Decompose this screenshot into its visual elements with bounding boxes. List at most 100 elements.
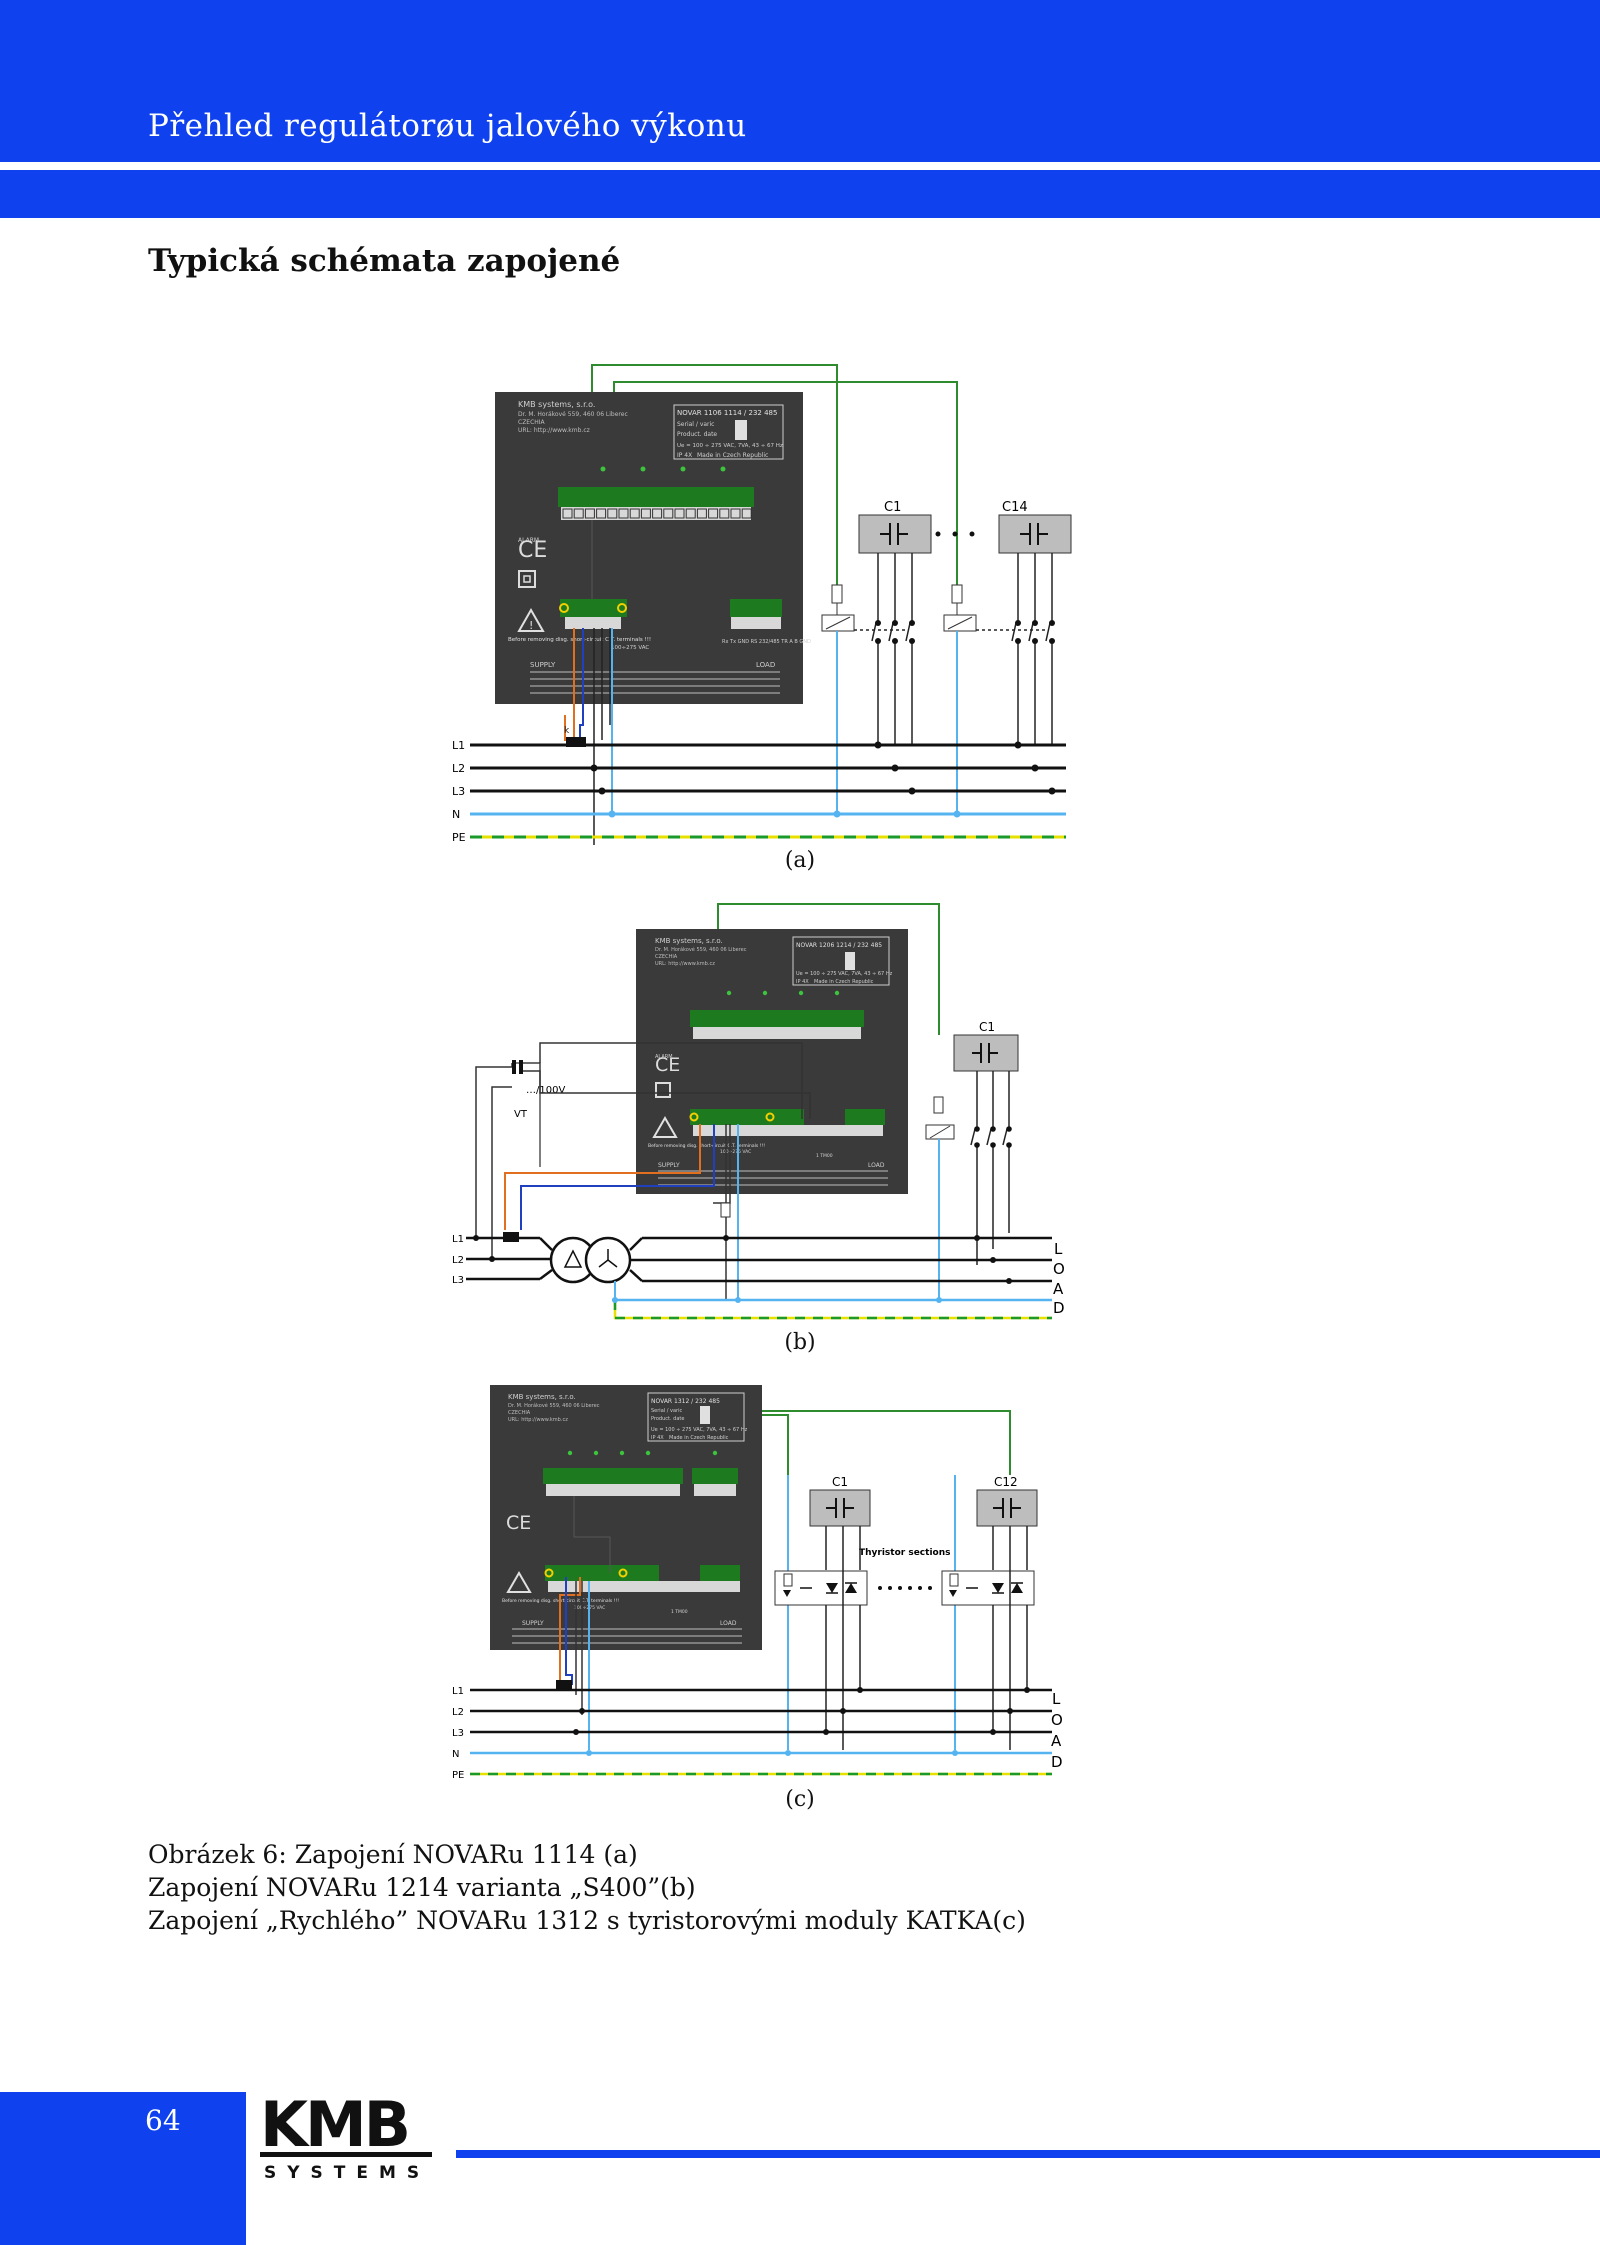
footer-rule (456, 2150, 1600, 2158)
alarm-label-b: ALARM (655, 1054, 673, 1060)
t100-label-c: 1 TM00 (671, 1609, 688, 1615)
thyristor-module-1 (774, 1570, 868, 1606)
device-company: KMB systems, s.r.o. (518, 400, 595, 409)
terminal-strip-top-c (543, 1468, 683, 1484)
device-c-address: Dr. M. Horákové 559, 460 06 Liberec (508, 1402, 600, 1409)
line-l3-label: L3 (452, 785, 465, 798)
voltage-label: 100÷275 VAC (611, 645, 649, 651)
device-panel (495, 392, 803, 704)
supply-label: SUPPLY (530, 661, 556, 669)
supply-label-b: SUPPLY (658, 1162, 680, 1169)
figure-a-label: (a) (784, 848, 816, 873)
device-c-made-in: Made in Czech Republic (669, 1435, 729, 1441)
caption-line-1: Obrázek 6: Zapojení NOVARu 1114 (a) (148, 1840, 638, 1869)
capacitor-b-c1 (953, 1034, 1019, 1072)
device-b-ip: IP 4X (796, 979, 809, 985)
device-serial: Serial / varic (677, 421, 714, 428)
figure-caption: Obrázek 6: Zapojení NOVARu 1114 (a) Zapo… (148, 1838, 1026, 1937)
ce-mark: CE (518, 538, 547, 563)
capacitor-c1-label: C1 (884, 500, 901, 515)
caption-line-2: Zapojení NOVARu 1214 varianta „S400”(b) (148, 1873, 696, 1902)
capacitor-c-c12 (976, 1489, 1038, 1527)
line-c-l2-label: L2 (452, 1707, 464, 1718)
device-c-product-date: Product. date (651, 1416, 684, 1422)
ce-mark-c: CE (506, 1512, 531, 1534)
fuse-1 (831, 584, 843, 604)
wiring-diagram-b: KMB systems, s.r.o. Dr. M. Horákové 559,… (452, 903, 1065, 1320)
t100-label-b: 1 TM00 (816, 1153, 833, 1159)
device-b-company: KMB systems, s.r.o. (655, 937, 723, 945)
device-address: Dr. M. Horákové 559, 460 06 Liberec (518, 411, 628, 418)
line-l1-label: L1 (452, 739, 465, 752)
capacitor-c14-label: C14 (1002, 500, 1028, 515)
ct-label: k (564, 726, 570, 736)
device-made-in: Made in Czech Republic (697, 452, 768, 459)
load-c-letter-l: L (1052, 1690, 1061, 1708)
wiring-diagram-a: KMB systems, s.r.o. Dr. M. Horákové 559,… (452, 364, 1072, 845)
device-b-model: NOVAR 1206 1214 / 232 485 (796, 942, 882, 949)
terminal-strip-top (558, 487, 754, 507)
capacitor-b-c1-label: C1 (979, 1020, 995, 1034)
figure-c-label: (c) (785, 1787, 815, 1812)
fuse-14 (951, 584, 963, 604)
device-c-supply-spec: Ue = 100 ÷ 275 VAC, 7VA, 43 ÷ 67 Hz (651, 1427, 748, 1433)
vt-label: VT (514, 1109, 528, 1120)
device-b-made-in: Made in Czech Republic (814, 979, 874, 985)
load-letter-a: A (1053, 1280, 1064, 1298)
rs485-label: Rx Tx GND RS 232/485 TR A B GND (722, 639, 811, 645)
capacitor-c-c12-label: C12 (994, 1475, 1018, 1489)
device-url: URL: http://www.kmb.cz (518, 427, 590, 434)
device-ip: IP 4X (677, 452, 692, 459)
kmb-logo: KMB SYSTEMS (260, 2094, 432, 2183)
line-n-label: N (452, 808, 460, 821)
footer-block (0, 2092, 246, 2245)
terminal-block-measure-c (545, 1565, 637, 1581)
device-country: CZECHIA (518, 419, 546, 426)
device-product-date: Product. date (677, 431, 717, 438)
logo-text: KMB (260, 2094, 408, 2161)
load-c-letter-d: D (1051, 1753, 1063, 1771)
terminal-block-measure (560, 599, 627, 617)
capacitor-c14 (998, 514, 1072, 554)
voltage-transformer (512, 1060, 516, 1074)
line-c-l1-label: L1 (452, 1686, 464, 1697)
load-letter-l: L (1054, 1240, 1063, 1258)
device-c-country: CZECHIA (508, 1410, 531, 1416)
capacitor-c-c1-label: C1 (832, 1475, 848, 1489)
line-pe-label: PE (452, 831, 466, 844)
page-number: 64 (145, 2104, 181, 2137)
device-panel-c (490, 1385, 762, 1650)
device-b-url: URL: http://www.kmb.cz (655, 961, 715, 967)
header-title: Přehled regulátorøu jalového výkonu (148, 108, 747, 144)
warning-icon-b (652, 1116, 678, 1138)
device-c-serial: Serial / varic (651, 1408, 682, 1414)
section-title: Typická schémata zapojené (148, 243, 621, 279)
vt-ratio: …/100V (526, 1085, 565, 1096)
capacitor-c-c1 (809, 1489, 871, 1527)
current-transformer (566, 737, 586, 747)
load-label-c: LOAD (720, 1620, 737, 1627)
thyristor-label: Thyristor sections (859, 1548, 950, 1558)
device-model: NOVAR 1106 1114 / 232 485 (677, 409, 777, 417)
line-l2-label: L2 (452, 762, 465, 775)
device-panel-b (636, 929, 908, 1194)
warning-text: Before removing disg. short-circuit C.T.… (508, 637, 651, 643)
header-subband (0, 170, 1600, 218)
device-b-address: Dr. M. Horákové 559, 460 06 Liberec (655, 946, 747, 953)
figure-b-label: (b) (784, 1330, 816, 1355)
warning-text-b: Before removing disg. short-circuit C.T.… (648, 1143, 765, 1149)
warning-icon-c (506, 1571, 532, 1593)
device-supply-spec: Ue = 100 ÷ 275 VAC, 7VA, 43 ÷ 67 Hz (677, 443, 783, 449)
line-b-l1-label: L1 (452, 1234, 464, 1245)
line-c-n-label: N (452, 1749, 459, 1760)
load-letter-d: D (1053, 1299, 1065, 1317)
device-b-supply-spec: Ue = 100 ÷ 275 VAC, 7VA, 43 ÷ 67 Hz (796, 971, 893, 977)
logo-subtext: SYSTEMS (264, 2163, 430, 2183)
device-b-country: CZECHIA (655, 954, 678, 960)
device-c-model: NOVAR 1312 / 232 485 (651, 1398, 720, 1405)
load-c-letter-a: A (1051, 1732, 1062, 1750)
capacitor-c1 (858, 514, 932, 554)
svg-text:!: ! (529, 619, 533, 632)
warning-icon (517, 607, 545, 632)
line-c-l3-label: L3 (452, 1728, 464, 1739)
